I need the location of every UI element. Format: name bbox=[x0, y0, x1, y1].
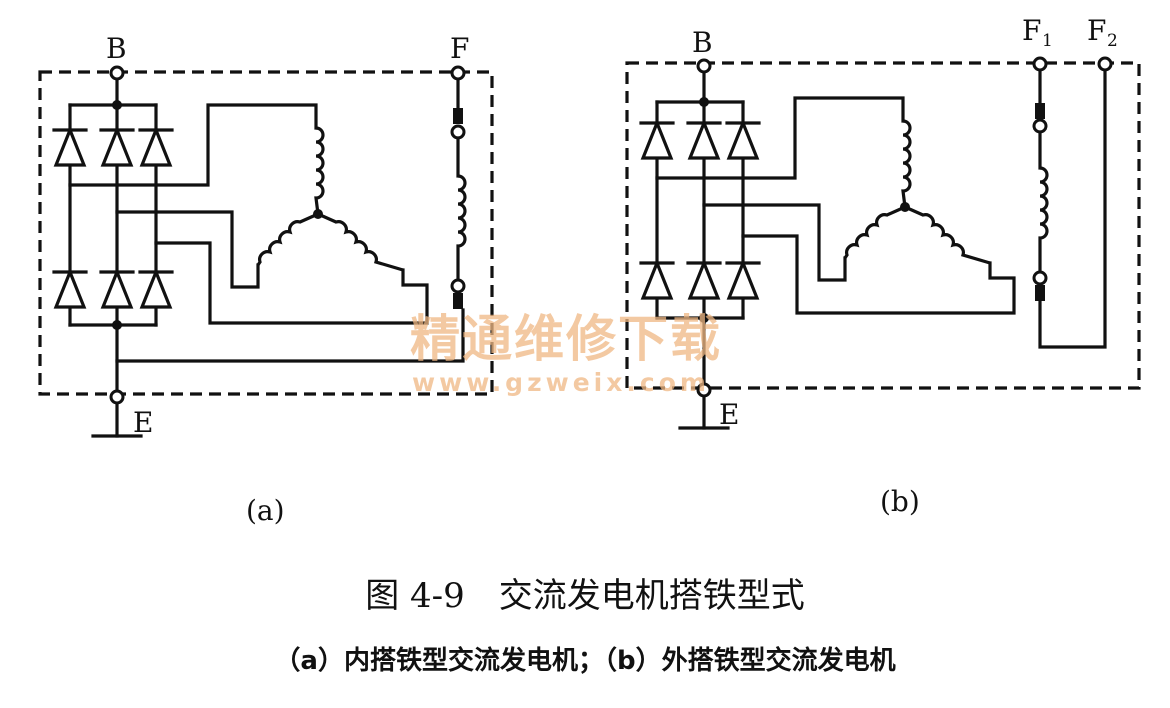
figure-caption-title: 图 4-9 交流发电机搭铁型式 bbox=[365, 576, 805, 616]
slip-ring-upper-a bbox=[450, 124, 466, 140]
stator-winding-b bbox=[843, 119, 991, 265]
panel-a-circuit: B F E (a) bbox=[38, 32, 494, 527]
label-b-b: B bbox=[692, 26, 713, 59]
slip-ring-upper-b bbox=[1032, 118, 1048, 134]
stator-winding-a bbox=[256, 126, 404, 272]
label-f-a: F bbox=[450, 32, 469, 65]
terminal-e-a bbox=[109, 389, 125, 405]
terminal-e-b bbox=[696, 382, 712, 398]
upper-diodes-b bbox=[639, 118, 761, 160]
label-b-a: B bbox=[106, 32, 127, 65]
panel-b-housing-outline bbox=[625, 61, 1141, 390]
label-f1-b: F bbox=[1022, 14, 1041, 47]
alternator-grounding-diagram: B F E (a) bbox=[38, 14, 1141, 527]
panel-b-circuit: B F 1 F 2 E (b) bbox=[625, 14, 1141, 518]
panel-label-b: (b) bbox=[880, 485, 920, 518]
label-f2-b: F bbox=[1087, 14, 1106, 47]
label-e-b: E bbox=[719, 398, 739, 431]
rotor-field-a bbox=[450, 65, 467, 309]
terminal-f1-b bbox=[1032, 56, 1048, 72]
brush-upper-b bbox=[1035, 103, 1045, 119]
lower-diodes-a bbox=[52, 267, 174, 309]
slip-ring-lower-a bbox=[450, 278, 466, 294]
brush-lower-a bbox=[453, 293, 463, 309]
terminal-b-a bbox=[109, 65, 125, 81]
terminal-b-b bbox=[696, 58, 712, 74]
panel-label-a: (a) bbox=[246, 494, 285, 527]
brush-lower-b bbox=[1035, 285, 1045, 301]
label-e-a: E bbox=[133, 406, 153, 439]
slip-ring-lower-b bbox=[1032, 270, 1048, 286]
terminal-f2-b bbox=[1097, 56, 1113, 72]
panel-a-housing-outline bbox=[38, 70, 494, 396]
rotor-field-b bbox=[1032, 56, 1113, 349]
brush-upper-a bbox=[453, 108, 463, 124]
watermark-cn: 精通维修下载 bbox=[410, 310, 722, 368]
figure-caption-subtitle: （a）内搭铁型交流发电机；（b）外搭铁型交流发电机 bbox=[274, 646, 896, 676]
lower-diodes-b bbox=[639, 258, 761, 300]
upper-diodes-a bbox=[52, 125, 174, 167]
label-f2-subscript: 2 bbox=[1107, 31, 1118, 51]
terminal-f-a bbox=[450, 65, 466, 81]
watermark-url: www.gzweix.com bbox=[412, 368, 710, 397]
label-f1-subscript: 1 bbox=[1042, 31, 1053, 51]
